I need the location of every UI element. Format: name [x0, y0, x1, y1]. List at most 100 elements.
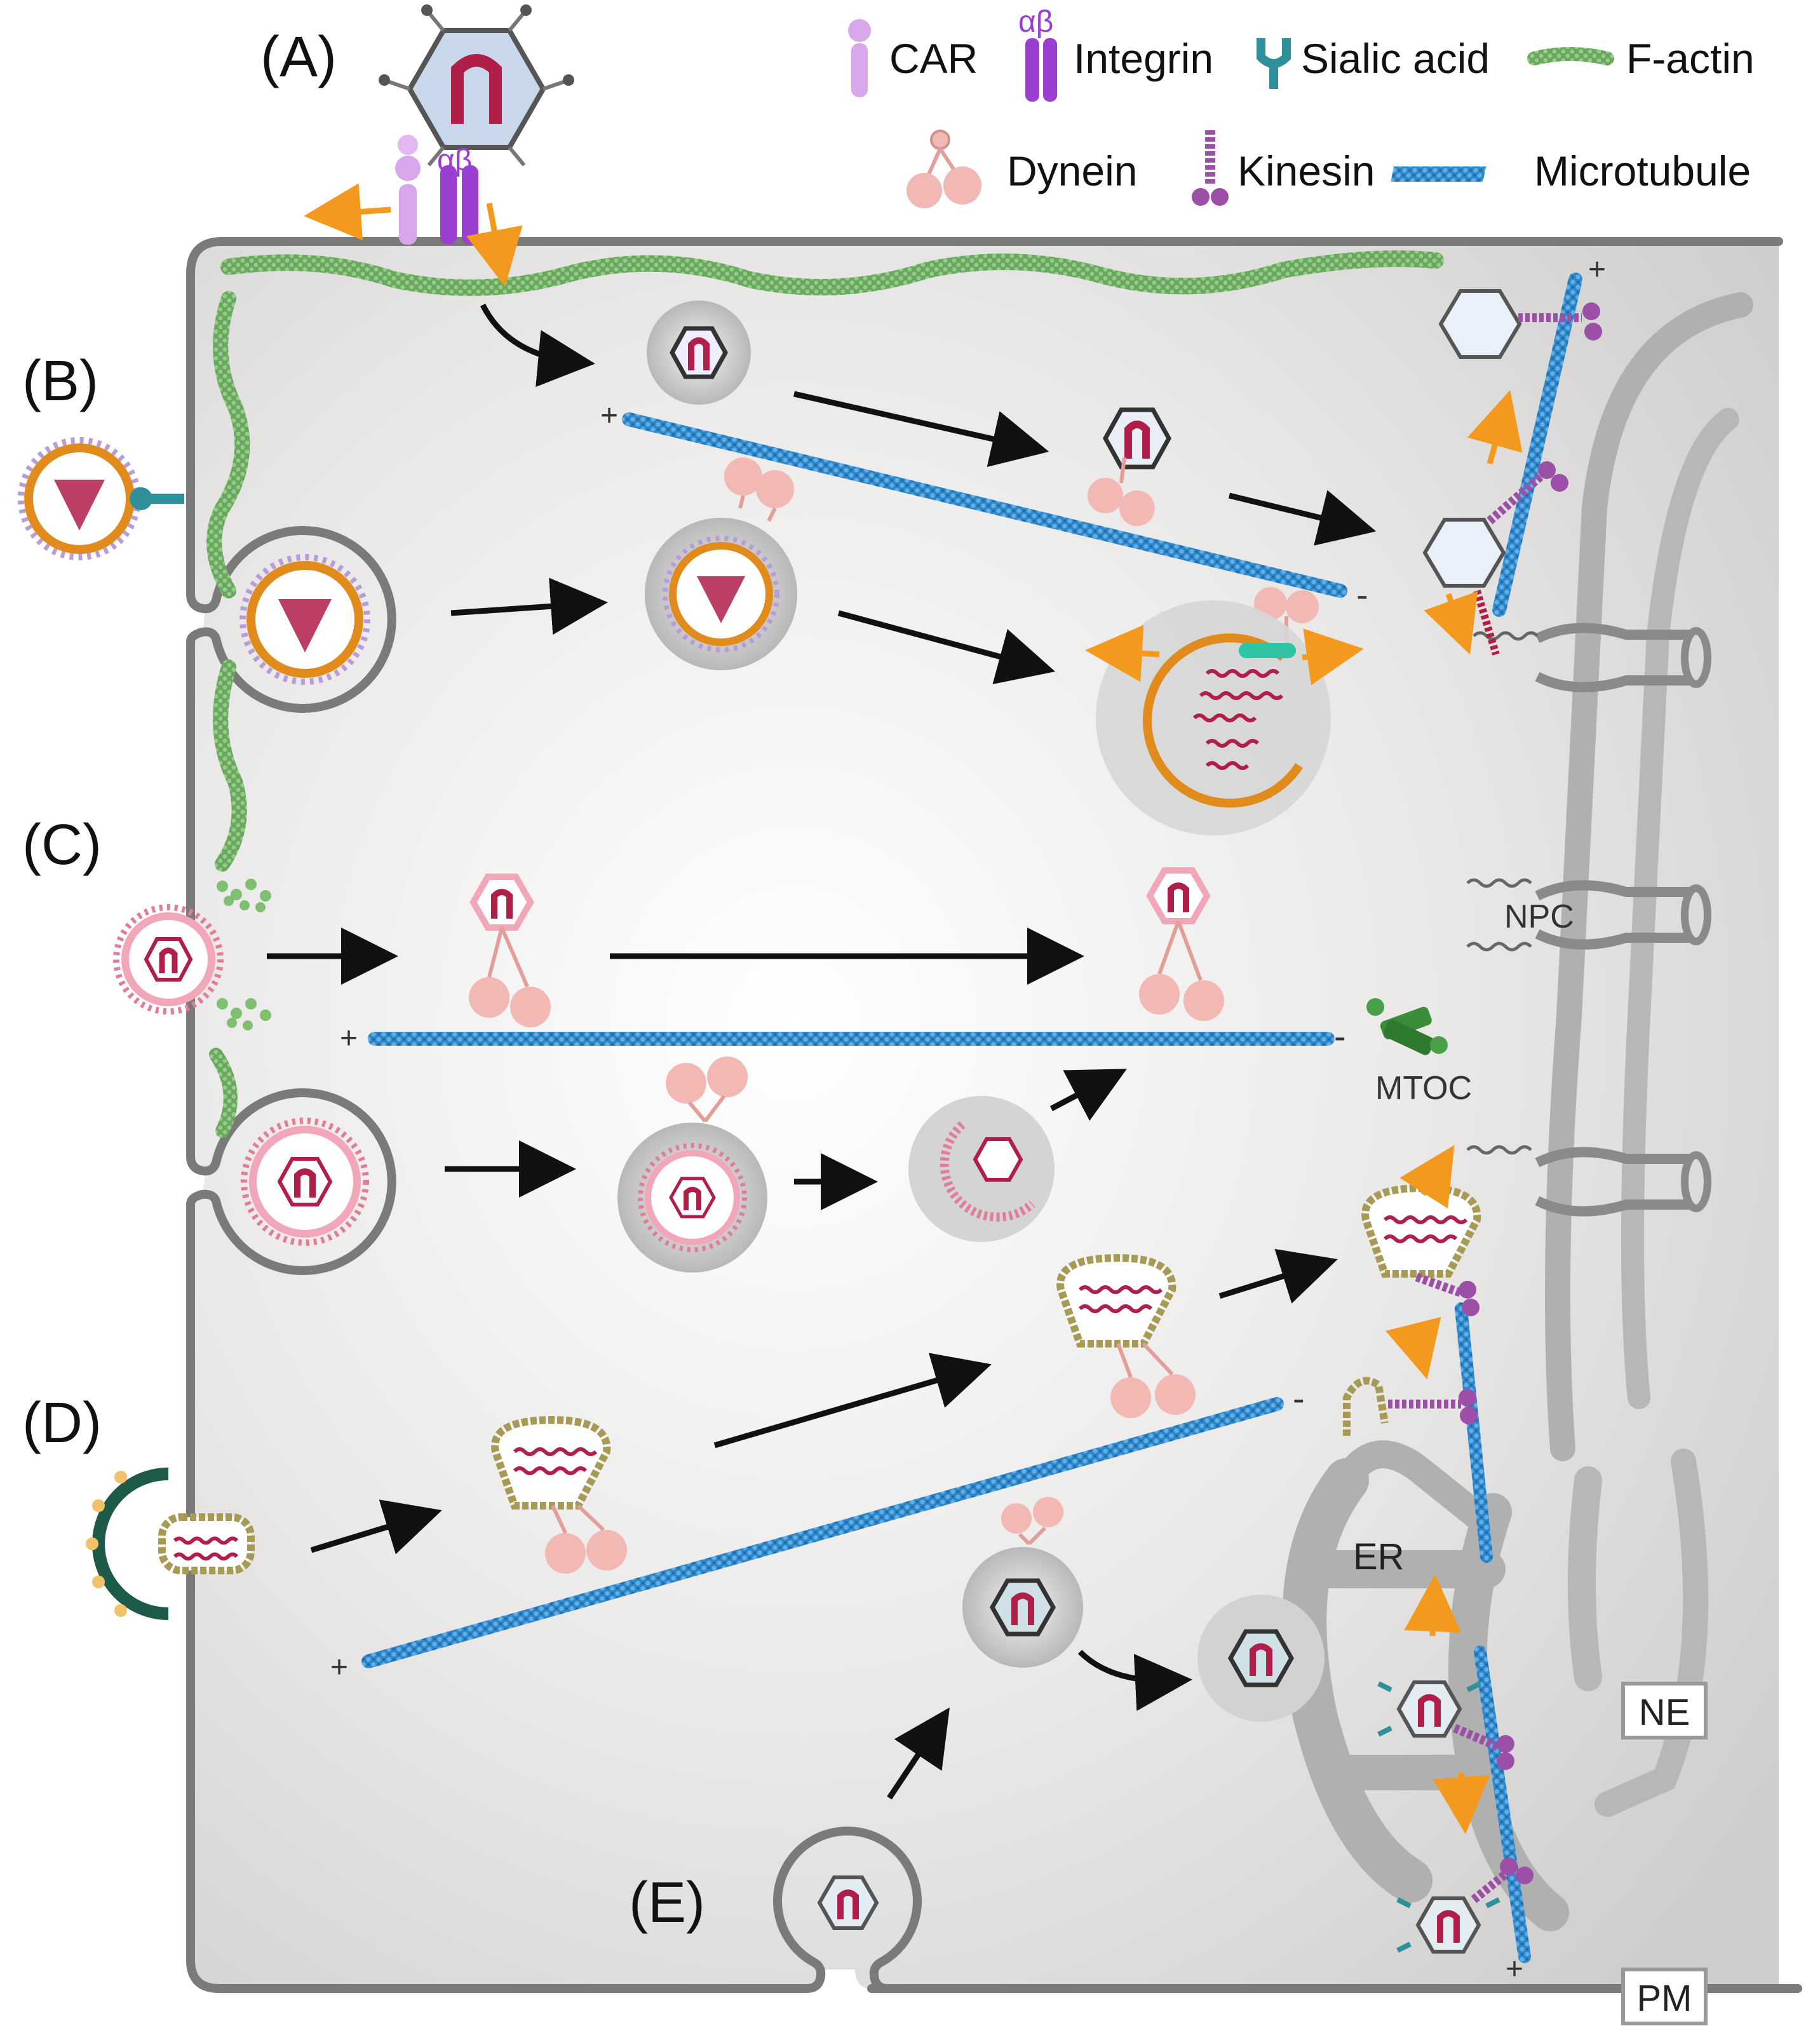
arrow-d-1 — [310, 1499, 442, 1555]
hiv-capsid-dynein-2 — [1139, 867, 1224, 1021]
clathrin-pit-b — [186, 526, 396, 713]
panel-label-e: (E) — [629, 1871, 705, 1935]
panel-e — [817, 1497, 1534, 1954]
arrow-e-down — [1432, 1772, 1490, 1834]
legend-kinesin-icon — [1192, 130, 1229, 206]
pm-label: PM — [1637, 1978, 1692, 2019]
microtubule-d-right — [1455, 1302, 1493, 1563]
f-actin-fragments — [217, 879, 271, 1030]
sv40-er-fusion — [1197, 1595, 1325, 1722]
mt-e-plus: + — [1506, 1952, 1523, 1986]
legend-car-label: CAR — [889, 35, 978, 82]
arrow-kinesin-up — [1467, 389, 1523, 465]
mt-c-plus: + — [340, 1022, 358, 1055]
legend-kinesin-label: Kinesin — [1237, 147, 1375, 194]
adenovirus-capsid-a — [379, 4, 574, 166]
car-receptor — [395, 135, 421, 245]
hiv-capsid-dynein-1 — [469, 874, 551, 1027]
legend-car-icon — [848, 19, 871, 97]
microtubules — [361, 273, 1582, 1963]
ne-right-lobe — [1594, 1449, 1709, 1817]
legend-microtubule-icon — [1391, 166, 1486, 182]
sv40-endosome — [962, 1497, 1083, 1668]
plasma-membrane — [186, 237, 1802, 1993]
arrow-uncoat-right — [1302, 628, 1364, 686]
f-actin-left-2 — [213, 659, 247, 872]
influenza-endosome — [645, 518, 797, 670]
arrow-b-4 — [837, 610, 1056, 685]
panel-c — [113, 867, 1224, 1273]
arrow-e-up — [1404, 1574, 1462, 1637]
er-label: ER — [1353, 1536, 1405, 1577]
arrow-e-2 — [1077, 1649, 1192, 1712]
legend: CAR Integrin Sialic acid F-actin Dynein … — [437, 5, 1755, 208]
arrow-b-1 — [793, 391, 1049, 467]
arrow-b-2 — [1228, 490, 1377, 546]
integrin-subunits-label: αβ — [437, 144, 472, 177]
microtubule-d — [361, 1397, 1284, 1668]
arrow-d-3 — [1218, 1248, 1338, 1304]
panel-b — [18, 289, 1602, 835]
mt-b-minus: - — [1356, 574, 1368, 614]
capsid-kinesin-mid — [1422, 461, 1568, 656]
capsid-kinesin-top — [1438, 289, 1602, 359]
arrow-car-lateral — [304, 183, 391, 241]
hiv-fusing-endosome — [908, 1096, 1055, 1242]
mtoc — [1366, 998, 1448, 1055]
arrow-capsid-down — [1424, 591, 1478, 655]
panel-label-d: (D) — [22, 1391, 102, 1455]
dynein-b1 — [724, 457, 794, 522]
arrow-e-1 — [887, 1707, 950, 1800]
panel-d — [86, 1184, 1481, 1620]
er-top-loop — [1333, 1440, 1494, 1532]
hiv-endosome — [617, 1057, 767, 1273]
arrow-d-down — [1385, 1316, 1441, 1380]
microtubule-e-right — [1474, 1645, 1531, 1963]
sv40-capsid-er-1 — [1377, 1680, 1514, 1770]
rabies-capsid-at-pore — [1361, 1184, 1481, 1316]
legend-sialic-acid-icon — [1257, 38, 1291, 89]
arrow-d-2 — [713, 1353, 992, 1449]
orange-arrows — [304, 183, 1523, 1834]
mt-b-plus: + — [600, 399, 618, 433]
arrow-d-pore-up — [1399, 1145, 1455, 1209]
legend-integrin-icon — [1025, 38, 1057, 102]
integrin-receptor — [440, 165, 478, 245]
sialic-acid-receptor — [130, 487, 184, 510]
mtoc-label: MTOC — [1375, 1070, 1472, 1107]
hiv-virion-outside — [113, 904, 224, 1015]
legend-integrin-label: Integrin — [1074, 35, 1213, 82]
f-actin-cortical — [220, 250, 1444, 296]
arrow-b-3 — [450, 578, 608, 635]
legend-microtubule-label: Microtubule — [1534, 147, 1751, 194]
clathrin-pit-c — [186, 1088, 396, 1275]
influenza-virus-outside — [18, 437, 141, 560]
ne-label-box: NE — [1621, 1682, 1708, 1739]
nuclear-pore-2 — [1466, 878, 1711, 952]
panel-label-a: (A) — [260, 25, 337, 89]
influenza-virus-pit — [239, 554, 370, 685]
nuclear-pore-1 — [1473, 623, 1711, 692]
nuclear-pore-3 — [1466, 1145, 1711, 1217]
er-stack-inner — [1568, 1466, 1602, 1691]
npc-label: NPC — [1504, 898, 1574, 935]
f-actin-left-3 — [209, 1048, 238, 1138]
arrow-uncoat-left — [1085, 625, 1160, 682]
legend-factin-label: F-actin — [1626, 35, 1755, 82]
dynein-b2 — [1088, 457, 1155, 526]
outer-nuclear-membrane — [1545, 292, 1753, 1461]
clathrin-pit-e — [773, 1827, 922, 1993]
panel-label-b: (B) — [22, 349, 98, 413]
arrow-c-5 — [1049, 1069, 1127, 1121]
black-arrows — [267, 303, 1377, 1800]
legend-dynein-icon — [907, 130, 981, 208]
f-actin-left-1 — [206, 291, 250, 598]
inner-nuclear-membrane — [1621, 408, 1739, 1409]
microtubule-b — [622, 412, 1347, 598]
mt-d-plus: + — [330, 1651, 348, 1684]
arrow-integrin-down — [466, 203, 523, 287]
microtubule-a-right — [1492, 273, 1582, 617]
rabies-capsid-dynein-1 — [491, 1415, 627, 1574]
mt-d-minus: - — [1293, 1378, 1305, 1418]
